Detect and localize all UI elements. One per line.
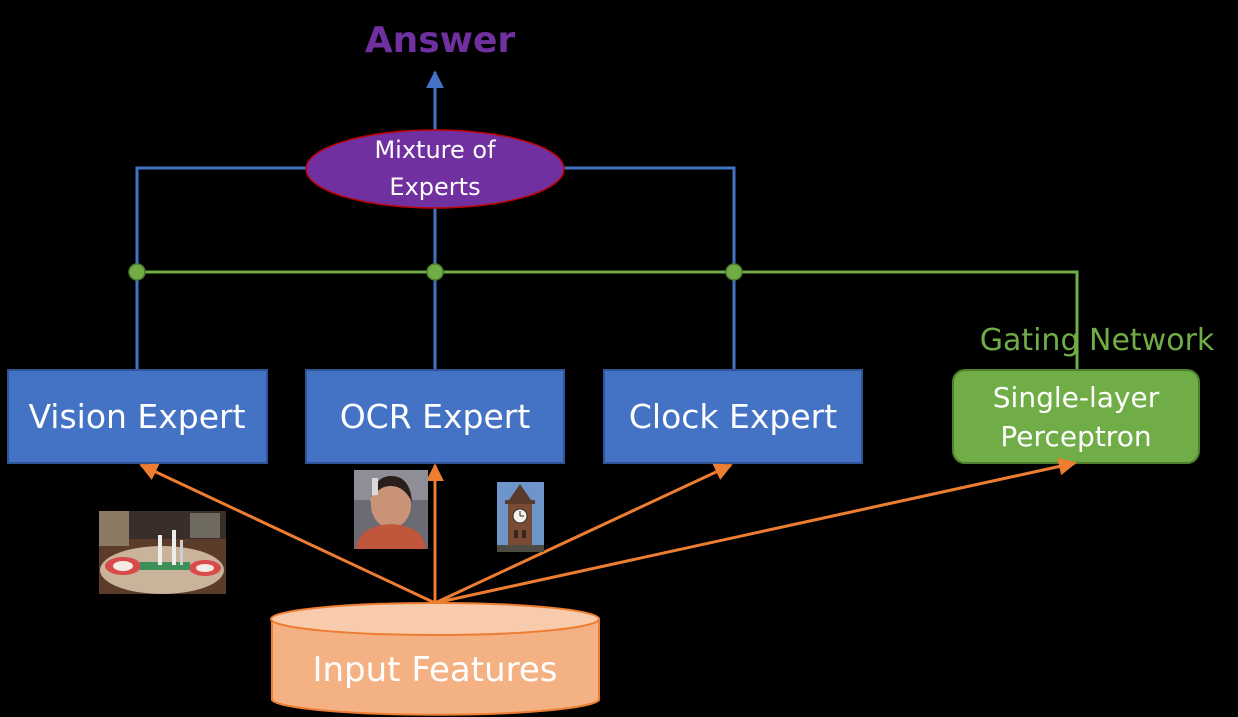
gate-node-clock (725, 263, 743, 281)
vision-expert-box: Vision Expert (7, 369, 268, 464)
gating-network-title: Gating Network (980, 323, 1215, 358)
clock-expert-label: Clock Expert (629, 397, 837, 436)
perceptron-line2: Perceptron (1000, 420, 1151, 453)
input-arrows (139, 457, 1077, 605)
answer-label: Answer (365, 20, 516, 61)
gate-node-ocr (426, 263, 444, 281)
input-features-label: Input Features (312, 650, 557, 690)
vision-expert-label: Vision Expert (28, 397, 245, 436)
clock-expert-box: Clock Expert (603, 369, 863, 464)
gating-perceptron-box: Single-layer Perceptron (952, 369, 1200, 464)
dining-table-thumbnail (99, 511, 226, 594)
mixture-line2: Experts (389, 173, 480, 201)
mixture-line1: Mixture of (374, 136, 496, 164)
gating-connector (128, 263, 1079, 370)
blue-connectors (135, 166, 736, 370)
mixture-of-experts-node: Mixture of Experts (305, 129, 565, 209)
gate-node-vision (128, 263, 146, 281)
ocr-expert-box: OCR Expert (305, 369, 565, 464)
clock-tower-thumbnail (497, 482, 544, 552)
person-thumbnail (354, 470, 428, 549)
perceptron-line1: Single-layer (993, 381, 1160, 414)
ocr-expert-label: OCR Expert (340, 397, 531, 436)
input-features-cylinder: Input Features (270, 602, 600, 716)
